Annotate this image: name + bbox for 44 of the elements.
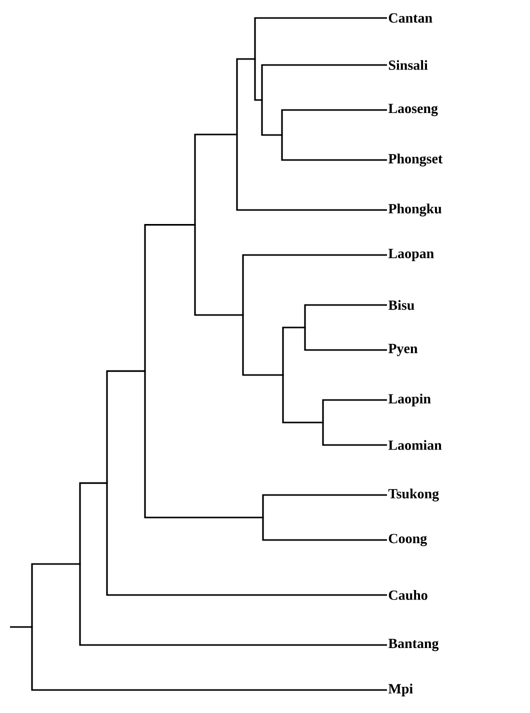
tree-branch <box>254 59 262 101</box>
tree-branch <box>322 422 387 446</box>
tree-branch <box>236 134 387 211</box>
tree-branch <box>254 17 387 59</box>
leaf-label: Pyen <box>388 344 418 356</box>
tree-branch <box>281 109 387 135</box>
tree-branch <box>304 304 387 328</box>
tree-branch <box>31 627 387 691</box>
leaf-label: Bisu <box>388 300 414 310</box>
leaf-label: Cauho <box>388 590 428 600</box>
tree-branch <box>106 370 145 484</box>
leaf-label: Bantang <box>388 638 439 652</box>
leaf-label: Phongset <box>388 154 443 166</box>
tree-branch <box>194 224 243 316</box>
tree-branch <box>79 564 387 646</box>
tree-branch <box>106 483 387 596</box>
leaf-label: Coong <box>388 534 427 546</box>
tree-branch <box>262 494 387 518</box>
leaf-label: Cantan <box>388 13 432 23</box>
leaf-label: Mpi <box>388 684 413 696</box>
tree-branch <box>322 399 387 422</box>
tree-branch <box>144 371 263 518</box>
tree-branch <box>242 315 283 376</box>
tree-branch <box>282 326 305 375</box>
leaf-label: Laopin <box>388 394 431 406</box>
tree-branch <box>31 563 80 627</box>
tree-branch <box>281 135 387 161</box>
tree-branch <box>282 375 323 424</box>
tree-branch <box>10 626 32 628</box>
leaf-label: Sinsali <box>388 60 428 70</box>
leaf-label: Tsukong <box>388 488 439 502</box>
tree-branch <box>304 328 387 351</box>
tree-branch <box>79 482 107 564</box>
leaf-label: Laoseng <box>388 104 438 116</box>
leaf-label: Laomian <box>388 440 442 450</box>
leaf-label: Laopan <box>388 248 434 262</box>
tree-branch <box>261 100 282 136</box>
tree-branch <box>194 134 237 225</box>
leaf-label: Phongku <box>388 204 442 216</box>
tree-branch <box>236 58 255 134</box>
tree-branch <box>144 224 195 372</box>
tree-branch <box>262 518 387 541</box>
tree-branch <box>242 254 387 315</box>
tree-branch <box>261 64 387 100</box>
